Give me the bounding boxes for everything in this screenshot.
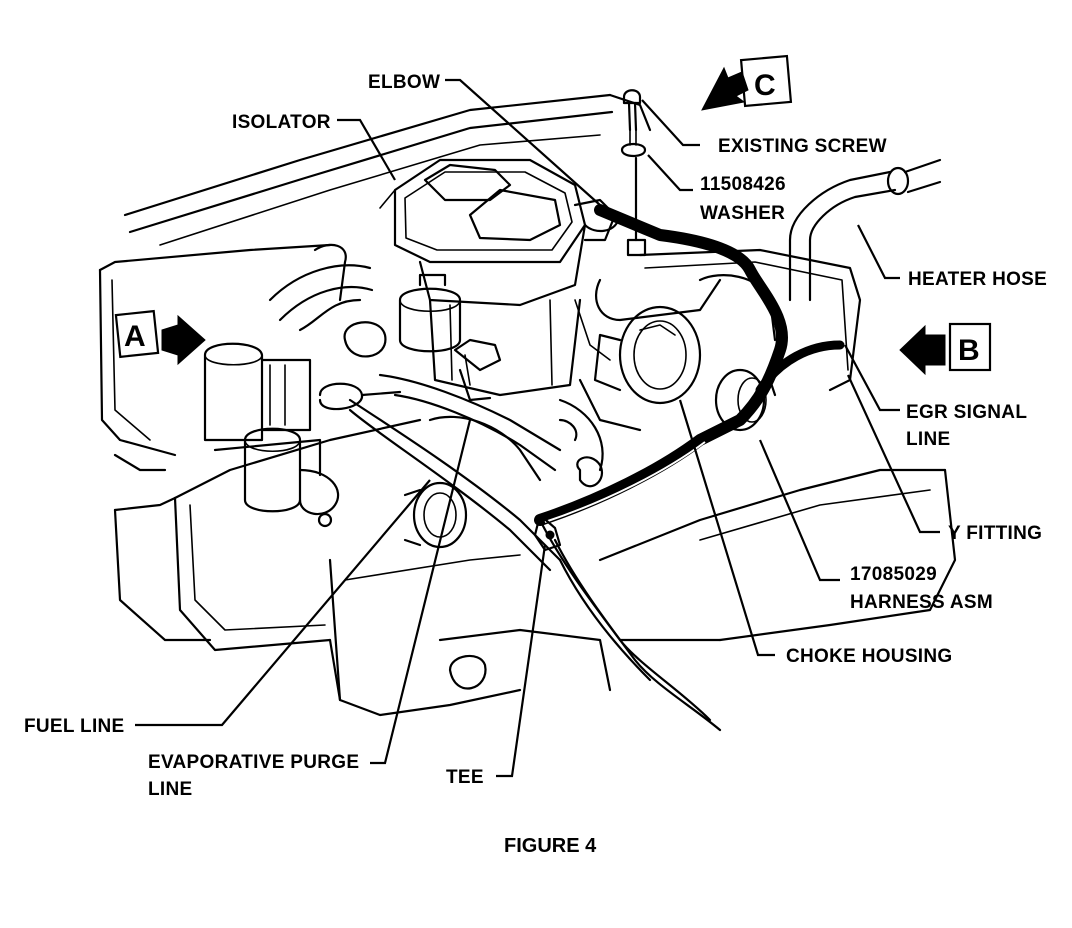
label-harness-part-number: 17085029 bbox=[850, 564, 937, 585]
view-marker-b: B bbox=[899, 322, 992, 376]
label-existing-screw: EXISTING SCREW bbox=[718, 136, 887, 157]
label-washer: WASHER bbox=[700, 203, 785, 224]
label-tee: TEE bbox=[446, 767, 484, 788]
callout-labels: ELBOW ISOLATOR EXISTING SCREW 11508426 W… bbox=[24, 72, 1047, 800]
view-marker-a-letter: A bbox=[124, 320, 146, 353]
leader-lines bbox=[135, 78, 940, 778]
label-isolator: ISOLATOR bbox=[232, 112, 331, 133]
label-egr-signal-line-cont: LINE bbox=[906, 429, 950, 450]
label-elbow: ELBOW bbox=[368, 72, 440, 93]
label-harness-asm: HARNESS ASM bbox=[850, 592, 993, 613]
view-marker-c-letter: C bbox=[754, 69, 776, 102]
label-y-fitting: Y FITTING bbox=[948, 523, 1042, 544]
engine-line-art bbox=[98, 89, 957, 732]
view-marker-c: C bbox=[701, 54, 793, 111]
label-evap-purge-line: EVAPORATIVE PURGE bbox=[148, 752, 359, 773]
view-marker-a-arrow bbox=[161, 314, 206, 366]
label-heater-hose: HEATER HOSE bbox=[908, 269, 1047, 290]
view-marker-b-letter: B bbox=[958, 334, 980, 367]
label-evap-purge-line-cont: LINE bbox=[148, 779, 192, 800]
figure-caption: FIGURE 4 bbox=[504, 835, 597, 857]
view-marker-a: A bbox=[114, 309, 206, 366]
view-marker-c-arrow bbox=[701, 66, 749, 111]
label-egr-signal-line: EGR SIGNAL bbox=[906, 402, 1027, 423]
label-washer-part-number: 11508426 bbox=[700, 174, 786, 195]
label-fuel-line: FUEL LINE bbox=[24, 716, 125, 737]
view-marker-b-arrow bbox=[899, 324, 946, 376]
label-choke-housing: CHOKE HOUSING bbox=[786, 646, 952, 667]
